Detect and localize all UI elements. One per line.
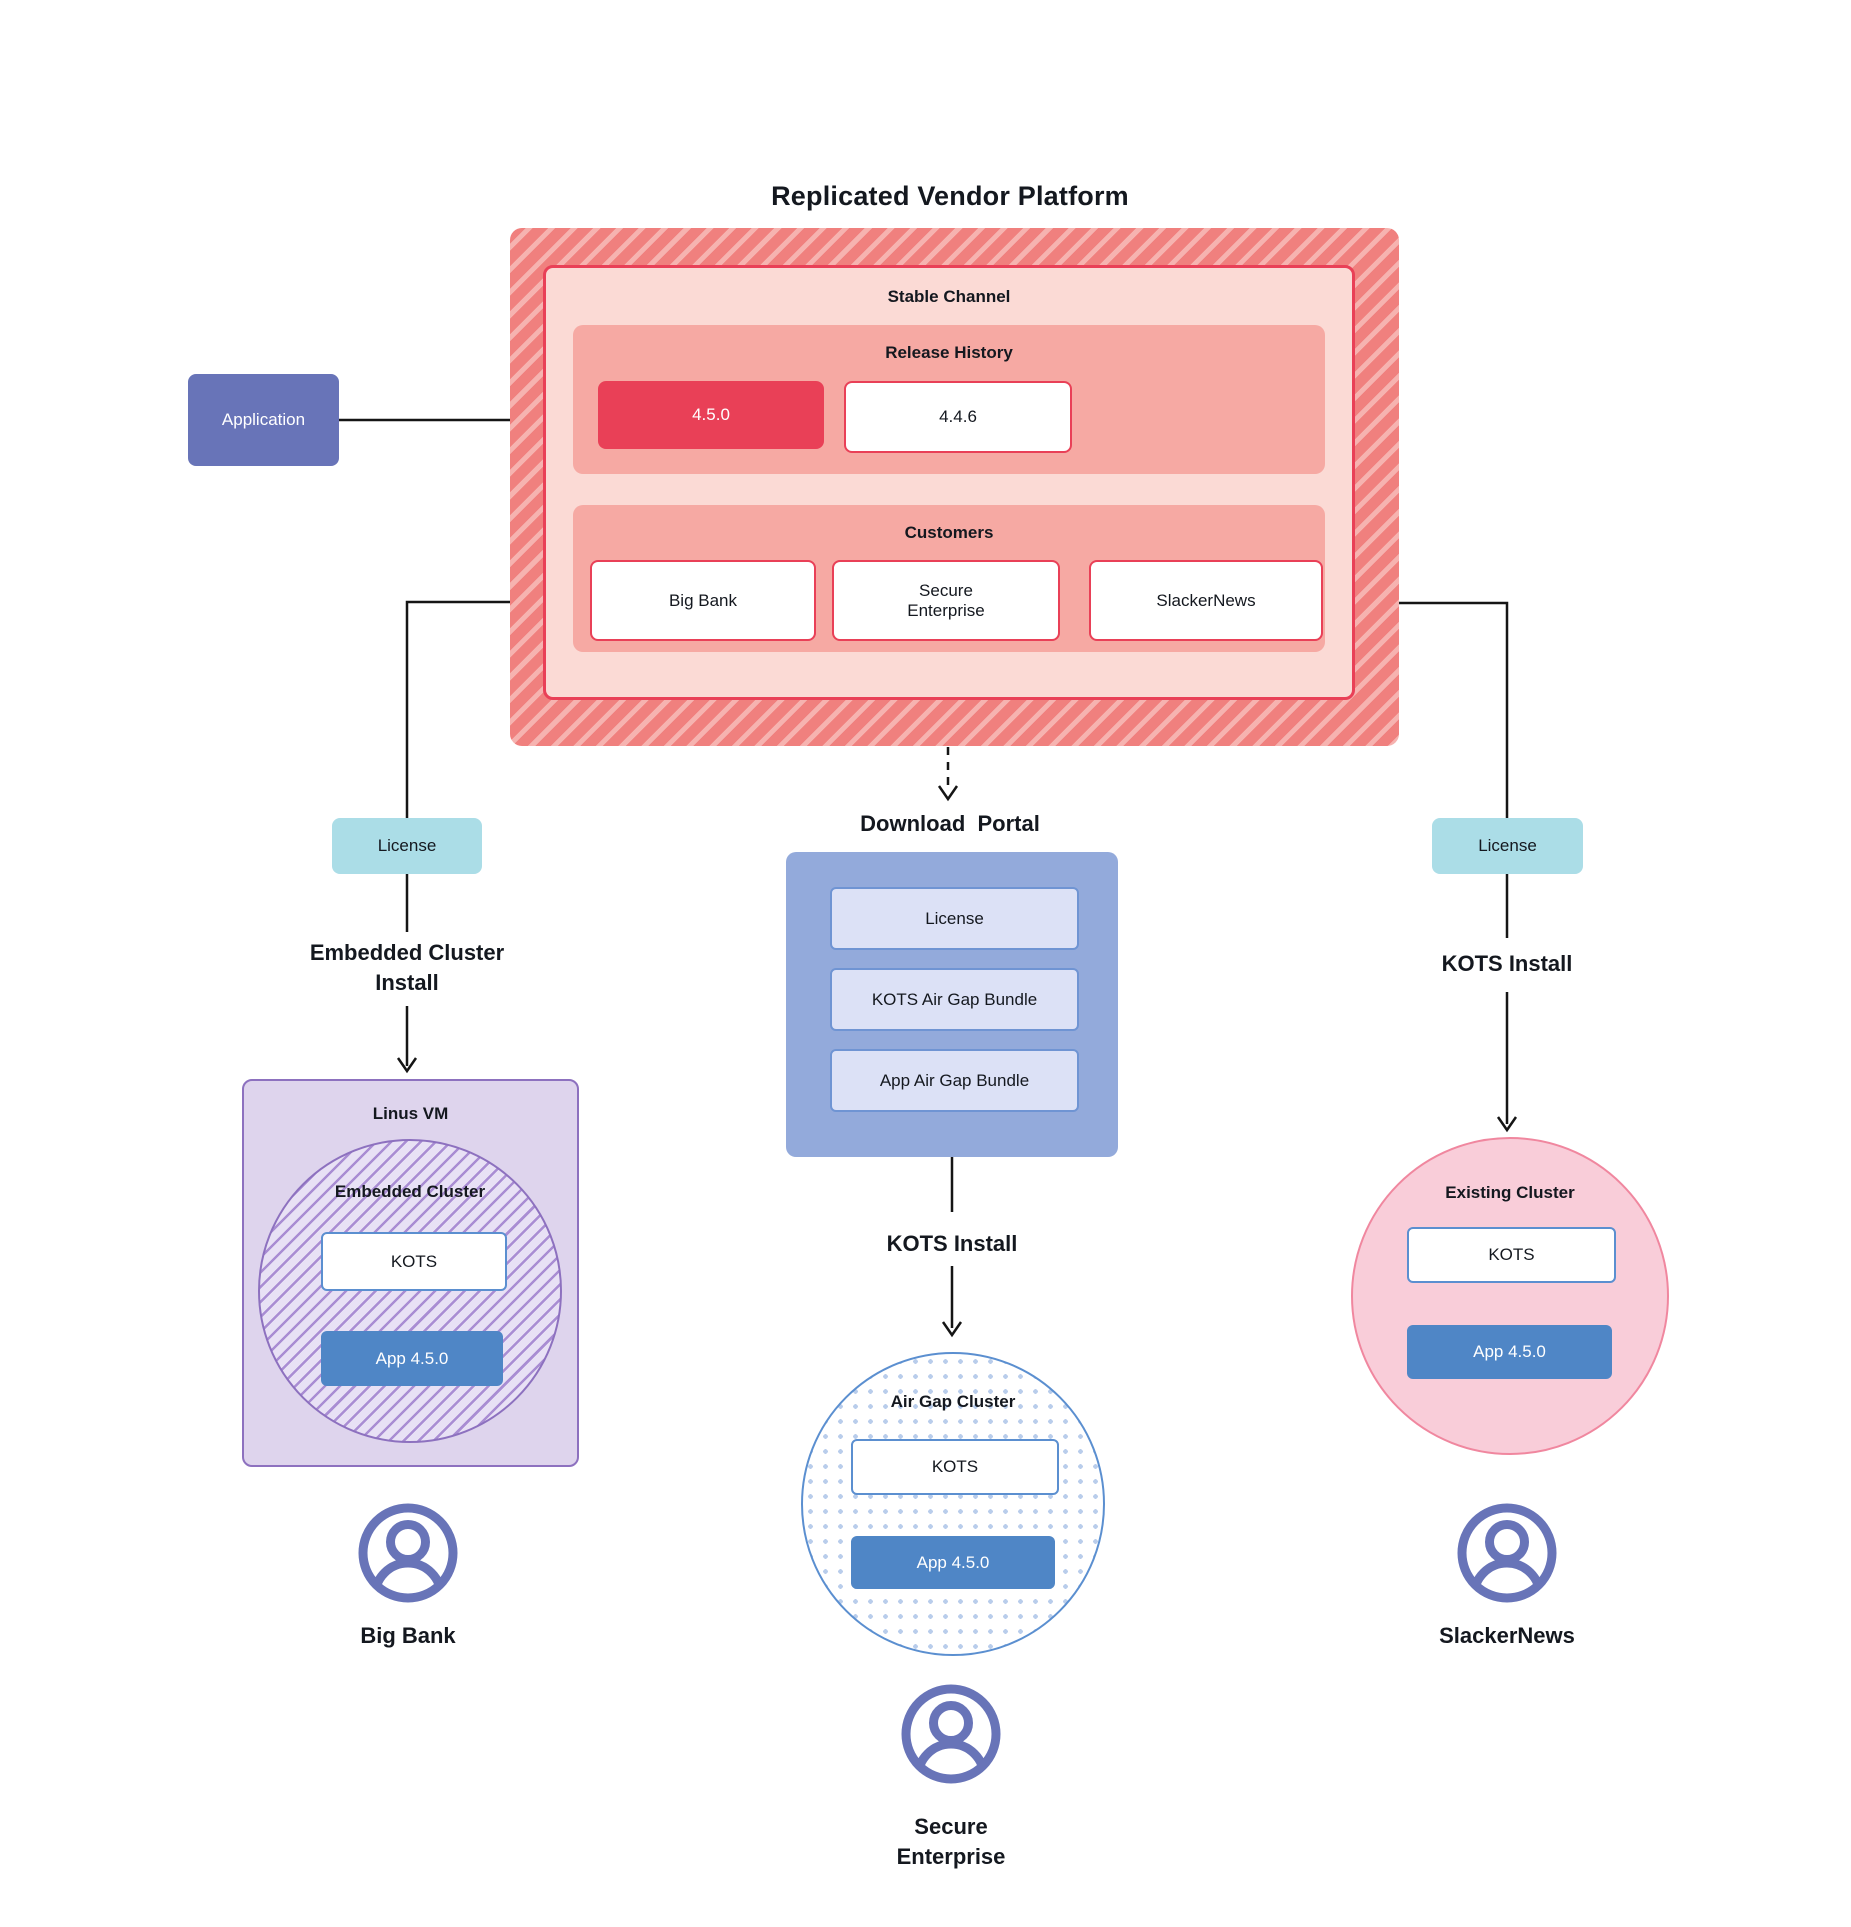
person-icon-secure-enterprise <box>901 1684 1001 1784</box>
customer-box-big-bank: Big Bank <box>590 560 816 641</box>
application-box: Application <box>188 374 339 466</box>
stable-channel-label: Stable Channel <box>887 287 1011 306</box>
release-history-label: Release History <box>885 343 1013 362</box>
existing-cluster-circle: Existing Cluster KOTS App 4.5.0 <box>1351 1137 1669 1455</box>
download-portal-box: License KOTS Air Gap Bundle App Air Gap … <box>786 852 1118 1157</box>
app-box-left: App 4.5.0 <box>321 1331 503 1386</box>
customer-box-secure-enterprise: Secure Enterprise <box>832 560 1060 641</box>
portal-item-kots-bundle: KOTS Air Gap Bundle <box>830 968 1079 1031</box>
vendor-platform-box: Stable Channel Release History 4.5.0 4.4… <box>510 228 1399 746</box>
linus-vm-box: Linus VM Embedded Cluster KOTS App 4.5.0 <box>242 1079 579 1467</box>
app-box-right: App 4.5.0 <box>1407 1325 1612 1379</box>
air-gap-cluster-label: Air Gap Cluster <box>890 1392 1016 1411</box>
big-bank-label: Big Bank <box>360 1623 456 1648</box>
embedded-cluster-label: Embedded Cluster <box>334 1182 486 1201</box>
kots-install-label-middle: KOTS Install <box>886 1231 1018 1256</box>
app-box-middle: App 4.5.0 <box>851 1536 1055 1589</box>
customers-panel: Customers Big Bank Secure Enterprise Sla… <box>573 505 1325 652</box>
person-icon-slackernews <box>1457 1503 1557 1603</box>
release-version-box-previous: 4.4.6 <box>844 381 1072 453</box>
license-box-right: License <box>1432 818 1583 874</box>
kots-install-right-arrow <box>1496 992 1518 1133</box>
portal-item-license: License <box>830 887 1079 950</box>
embedded-cluster-install-arrow <box>396 1006 418 1074</box>
download-portal-label: Download Portal <box>860 811 1040 836</box>
embedded-cluster-circle: Embedded Cluster KOTS App 4.5.0 <box>258 1139 562 1443</box>
license-box-left: License <box>332 818 482 874</box>
person-icon-big-bank <box>358 1503 458 1603</box>
diagram-title: Replicated Vendor Platform <box>771 180 1129 211</box>
customers-label: Customers <box>904 523 994 542</box>
customer-box-slackernews: SlackerNews <box>1089 560 1323 641</box>
existing-cluster-label: Existing Cluster <box>1445 1183 1575 1202</box>
kots-install-label-right: KOTS Install <box>1441 951 1573 976</box>
portal-item-app-bundle: App Air Gap Bundle <box>830 1049 1079 1112</box>
secure-enterprise-label: Secure Enterprise <box>896 1814 1006 1869</box>
kots-box-left: KOTS <box>321 1232 507 1291</box>
air-gap-cluster-circle: Air Gap Cluster KOTS App 4.5.0 <box>801 1352 1105 1656</box>
kots-box-right: KOTS <box>1407 1227 1616 1283</box>
linus-vm-label: Linus VM <box>372 1104 449 1123</box>
slackernews-label: SlackerNews <box>1439 1623 1575 1648</box>
stable-channel-box: Stable Channel Release History 4.5.0 4.4… <box>543 265 1355 700</box>
release-version-box-current: 4.5.0 <box>598 381 824 449</box>
embedded-cluster-install-label: Embedded Cluster Install <box>309 940 505 995</box>
release-history-panel: Release History 4.5.0 4.4.6 <box>573 325 1325 474</box>
kots-box-middle: KOTS <box>851 1439 1059 1495</box>
